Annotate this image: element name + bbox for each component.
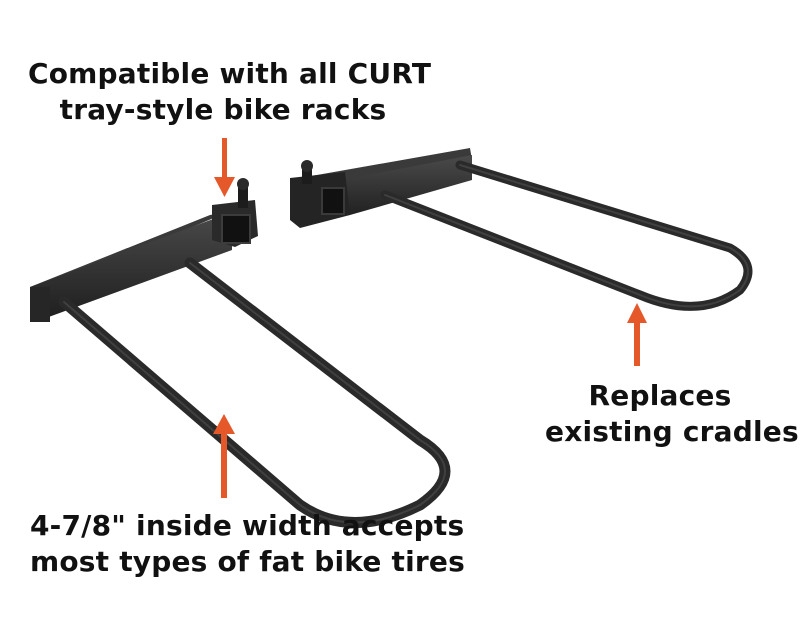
- replaces-line-1: Replaces: [588, 379, 732, 412]
- arrow-up-icon: [627, 303, 647, 366]
- replaces-line-2: existing cradles: [545, 415, 799, 448]
- width-callout: 4-7/8" inside width accepts most types o…: [30, 508, 465, 580]
- left-cradle: [30, 178, 451, 528]
- width-line-2: most types of fat bike tires: [30, 545, 465, 578]
- compatibility-line-2: tray-style bike racks: [59, 93, 387, 126]
- compatibility-line-1: Compatible with all CURT: [28, 57, 432, 90]
- replaces-callout: Replaces existing cradles: [545, 378, 799, 450]
- width-line-1: 4-7/8" inside width accepts: [30, 509, 465, 542]
- arrow-down-icon: [214, 138, 235, 197]
- right-cradle: [290, 148, 753, 311]
- compatibility-callout: Compatible with all CURT tray-style bike…: [28, 56, 432, 128]
- arrow-up-icon: [213, 414, 235, 498]
